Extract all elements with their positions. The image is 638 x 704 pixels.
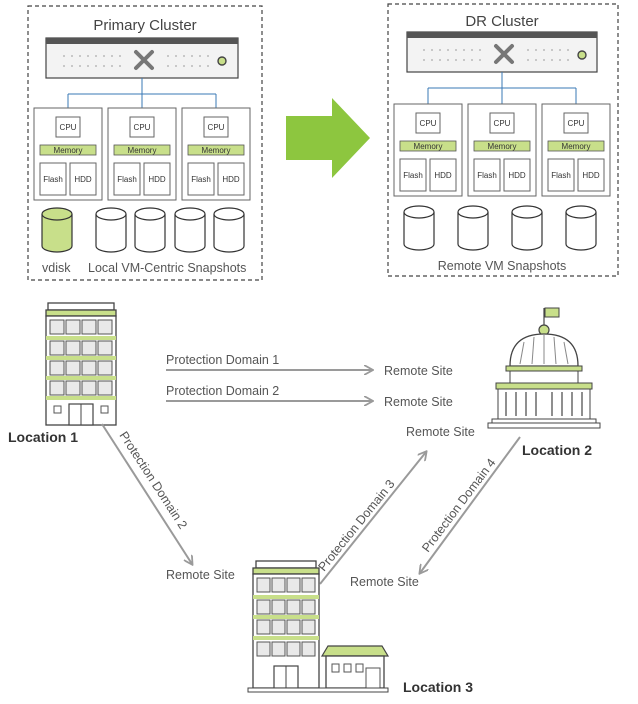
flash-label: Flash <box>551 171 571 180</box>
flash-label: Flash <box>191 175 211 184</box>
memory-label: Memory <box>562 142 591 151</box>
location-3-label: Location 3 <box>403 679 473 695</box>
primary-cluster-title: Primary Cluster <box>93 17 196 34</box>
memory-label: Memory <box>54 146 83 155</box>
primary-cluster: Primary Cluster CPU Memory Flash HDD <box>27 5 263 281</box>
remote-snapshots-label: Remote VM Snapshots <box>438 259 567 273</box>
primary-node-1: CPU Memory Flash HDD <box>33 107 103 201</box>
pd4-arrow <box>420 436 521 573</box>
memory-label: Memory <box>488 142 517 151</box>
snapshot-disk-icon <box>174 207 206 253</box>
protection-domain-2-diag-label: Protection Domain 2 <box>116 429 189 532</box>
snapshot-disk-icon <box>213 207 245 253</box>
cpu-label: CPU <box>208 123 225 132</box>
vdisk-icon <box>41 207 73 253</box>
memory-label: Memory <box>414 142 443 151</box>
hdd-label: HDD <box>148 175 166 184</box>
memory-label: Memory <box>128 146 157 155</box>
flash-label: Flash <box>403 171 423 180</box>
hdd-label: HDD <box>222 175 240 184</box>
remote-site-label: Remote Site <box>350 575 419 589</box>
vdisk-label: vdisk <box>42 261 71 275</box>
flash-label: Flash <box>117 175 137 184</box>
protection-domain-3-label: Protection Domain 3 <box>315 477 397 574</box>
hdd-label: HDD <box>434 171 452 180</box>
flash-label: Flash <box>477 171 497 180</box>
flash-label: Flash <box>43 175 63 184</box>
cpu-label: CPU <box>60 123 77 132</box>
snapshot-disk-icon <box>134 207 166 253</box>
remote-snapshot-disk-icon <box>511 205 543 251</box>
remote-snapshot-disk-icon <box>403 205 435 251</box>
cpu-label: CPU <box>494 119 511 128</box>
primary-node-3: CPU Memory Flash HDD <box>181 107 251 201</box>
primary-node-2: CPU Memory Flash HDD <box>107 107 177 201</box>
dr-node-2: CPU Memory Flash HDD <box>467 103 537 197</box>
hdd-label: HDD <box>74 175 92 184</box>
protection-domain-2-label: Protection Domain 2 <box>166 384 279 398</box>
pd2-diag-arrow <box>101 423 192 564</box>
cpu-label: CPU <box>134 123 151 132</box>
dr-node-3: CPU Memory Flash HDD <box>541 103 611 197</box>
remote-snapshot-disk-icon <box>565 205 597 251</box>
remote-site-label: Remote Site <box>384 395 453 409</box>
cpu-label: CPU <box>420 119 437 128</box>
branch-building-icon <box>247 560 390 693</box>
primary-switch <box>45 37 239 79</box>
protection-domain-4-label: Protection Domain 4 <box>419 456 498 555</box>
location-1-label: Location 1 <box>8 429 78 445</box>
dr-switch <box>406 31 598 73</box>
location-2-label: Location 2 <box>522 442 592 458</box>
pd3-arrow <box>319 452 426 585</box>
capitol-building-icon <box>487 307 601 429</box>
local-snapshots-label: Local VM-Centric Snapshots <box>88 261 246 275</box>
hdd-label: HDD <box>582 171 600 180</box>
hdd-label: HDD <box>508 171 526 180</box>
remote-site-label: Remote Site <box>406 425 475 439</box>
replication-arrow-icon <box>286 98 370 178</box>
dr-node-1: CPU Memory Flash HDD <box>393 103 463 197</box>
snapshot-disk-icon <box>95 207 127 253</box>
cpu-label: CPU <box>568 119 585 128</box>
remote-site-label: Remote Site <box>166 568 235 582</box>
dr-cluster-title: DR Cluster <box>465 13 538 30</box>
dr-cluster: DR Cluster CPU Memory Flash HDD <box>387 3 619 277</box>
memory-label: Memory <box>202 146 231 155</box>
remote-snapshot-disk-icon <box>457 205 489 251</box>
protection-domain-1-label: Protection Domain 1 <box>166 353 279 367</box>
office-building-icon <box>45 302 117 426</box>
remote-site-label: Remote Site <box>384 364 453 378</box>
